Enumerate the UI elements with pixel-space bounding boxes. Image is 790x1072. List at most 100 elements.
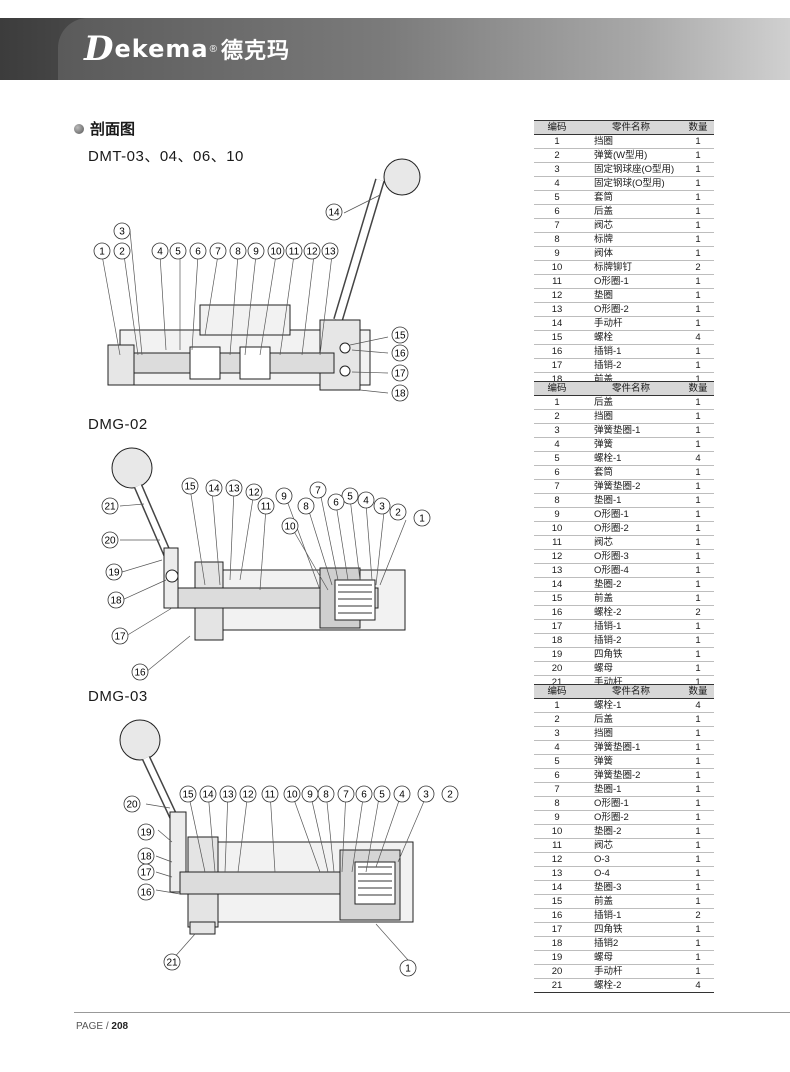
part-name: 手动杆 xyxy=(580,316,682,331)
callout-circle xyxy=(181,477,199,495)
header-bar: D ekema ® 德克玛 xyxy=(0,18,790,80)
callout-circle xyxy=(107,591,125,609)
callout-circle xyxy=(257,497,275,515)
part-number: 7 xyxy=(534,782,580,797)
part-qty: 1 xyxy=(682,204,714,219)
part-qty: 1 xyxy=(682,964,714,979)
callout-circle xyxy=(283,785,301,803)
part-number: 9 xyxy=(534,246,580,261)
part-name: 弹簧垫圈-1 xyxy=(580,423,682,438)
part-qty: 1 xyxy=(682,726,714,741)
part-name: 垫圈-3 xyxy=(580,880,682,895)
part-qty: 4 xyxy=(682,451,714,466)
part-name: O形圈-4 xyxy=(580,563,682,578)
callout-circle xyxy=(101,497,119,515)
part-qty: 2 xyxy=(682,260,714,275)
part-name: 后盖 xyxy=(580,204,682,219)
part-name: O-3 xyxy=(580,852,682,867)
table-header-row: 编码 零件名称 数量 xyxy=(534,684,714,699)
part-name: 阀体 xyxy=(580,246,682,261)
brand-logo-word: ekema xyxy=(114,35,209,63)
part-qty: 1 xyxy=(682,437,714,452)
callout-label: 21 xyxy=(104,502,116,513)
part-number: 10 xyxy=(534,260,580,275)
part-qty: 1 xyxy=(682,880,714,895)
part-name: 垫圈-1 xyxy=(580,782,682,797)
part-name: O形圈-3 xyxy=(580,549,682,564)
registered-mark: ® xyxy=(209,43,217,55)
callout-label: 15 xyxy=(394,331,406,342)
part-qty: 1 xyxy=(682,344,714,359)
part-name: O形圈-2 xyxy=(580,302,682,317)
part-name: 螺栓-2 xyxy=(580,605,682,620)
part-number: 16 xyxy=(534,605,580,620)
part-number: 10 xyxy=(534,521,580,536)
part-number: 20 xyxy=(534,964,580,979)
part-name: 套筒 xyxy=(580,190,682,205)
part-name: O形圈-1 xyxy=(580,274,682,289)
part-name: O形圈-2 xyxy=(580,810,682,825)
part-name: 套筒 xyxy=(580,465,682,480)
part-name: 挡圈 xyxy=(580,726,682,741)
part-number: 2 xyxy=(534,409,580,424)
callout-label: 4 xyxy=(157,247,163,258)
callout-circle xyxy=(441,785,459,803)
part-name: 弹簧 xyxy=(580,437,682,452)
part-name: 垫圈 xyxy=(580,288,682,303)
part-number: 3 xyxy=(534,162,580,177)
part-name: 手动杆 xyxy=(580,964,682,979)
part-number: 12 xyxy=(534,288,580,303)
part-qty: 1 xyxy=(682,395,714,410)
part-qty: 1 xyxy=(682,619,714,634)
part-number: 21 xyxy=(534,978,580,993)
part-number: 11 xyxy=(534,274,580,289)
header-no: 编码 xyxy=(534,381,580,396)
part-number: 2 xyxy=(534,712,580,727)
part-number: 9 xyxy=(534,810,580,825)
part-qty: 1 xyxy=(682,176,714,191)
part-number: 4 xyxy=(534,176,580,191)
part-name: 螺栓-1 xyxy=(580,698,682,713)
part-qty: 1 xyxy=(682,190,714,205)
callout-circle xyxy=(391,326,409,344)
part-number: 12 xyxy=(534,852,580,867)
part-number: 3 xyxy=(534,726,580,741)
part-name: 标牌铆钉 xyxy=(580,260,682,275)
part-qty: 1 xyxy=(682,549,714,564)
part-qty: 1 xyxy=(682,535,714,550)
callout-label: 5 xyxy=(175,247,181,258)
part-name: 固定钢球(O型用) xyxy=(580,176,682,191)
part-name: 螺栓-2 xyxy=(580,978,682,993)
callout-circle xyxy=(393,785,411,803)
callout-circle xyxy=(137,847,155,865)
part-qty: 1 xyxy=(682,591,714,606)
callout-circle xyxy=(151,242,169,260)
part-qty: 1 xyxy=(682,521,714,536)
part-name: 阀芯 xyxy=(580,838,682,853)
part-qty: 1 xyxy=(682,423,714,438)
part-name: 后盖 xyxy=(580,395,682,410)
part-qty: 1 xyxy=(682,493,714,508)
part-name: 四角铁 xyxy=(580,922,682,937)
part-number: 15 xyxy=(534,894,580,909)
callout-label: 15 xyxy=(184,482,196,493)
callout-circle xyxy=(357,491,375,509)
part-qty: 1 xyxy=(682,577,714,592)
